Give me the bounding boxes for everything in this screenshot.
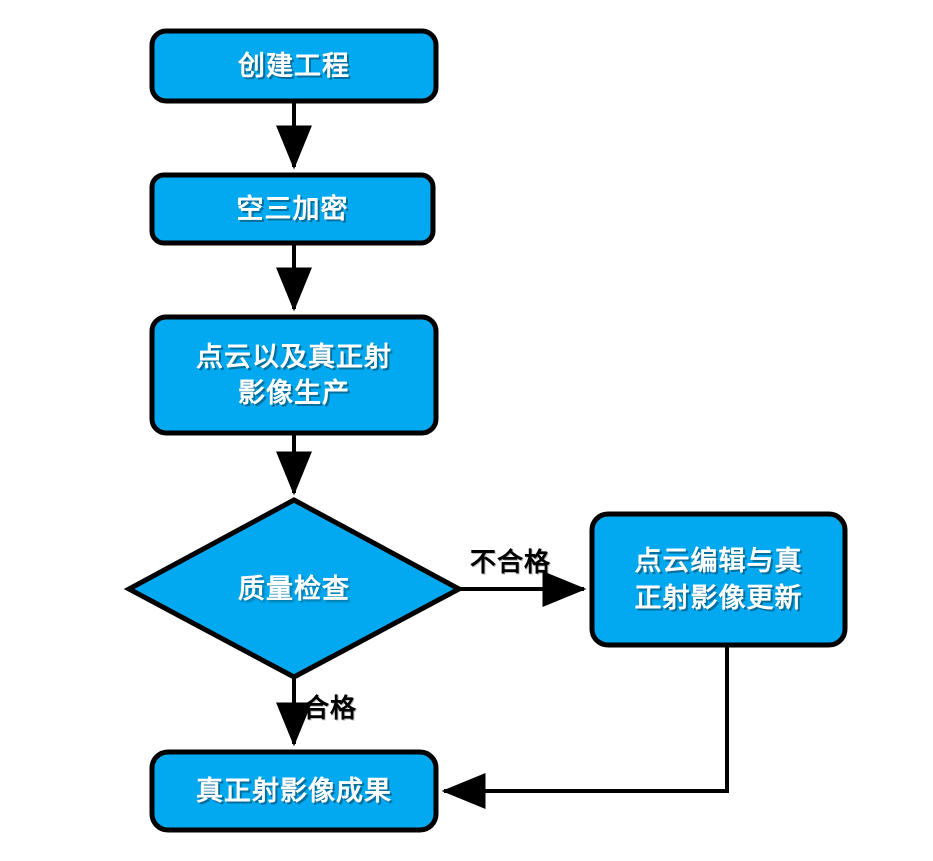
node-quality-check[interactable] (123, 497, 465, 680)
edge-label-pass: 合格 (303, 693, 358, 723)
edge-edit-update-to-result (441, 645, 729, 809)
node-aerial-triangulation[interactable] (149, 172, 436, 246)
edge-label-fail: 不合格 (470, 547, 552, 577)
node-pointcloud-true-ortho-production[interactable] (149, 314, 439, 436)
node-true-ortho-result[interactable] (149, 749, 439, 833)
node-pointcloud-edit-ortho-update[interactable] (589, 511, 848, 648)
node-create-project[interactable] (149, 28, 439, 104)
